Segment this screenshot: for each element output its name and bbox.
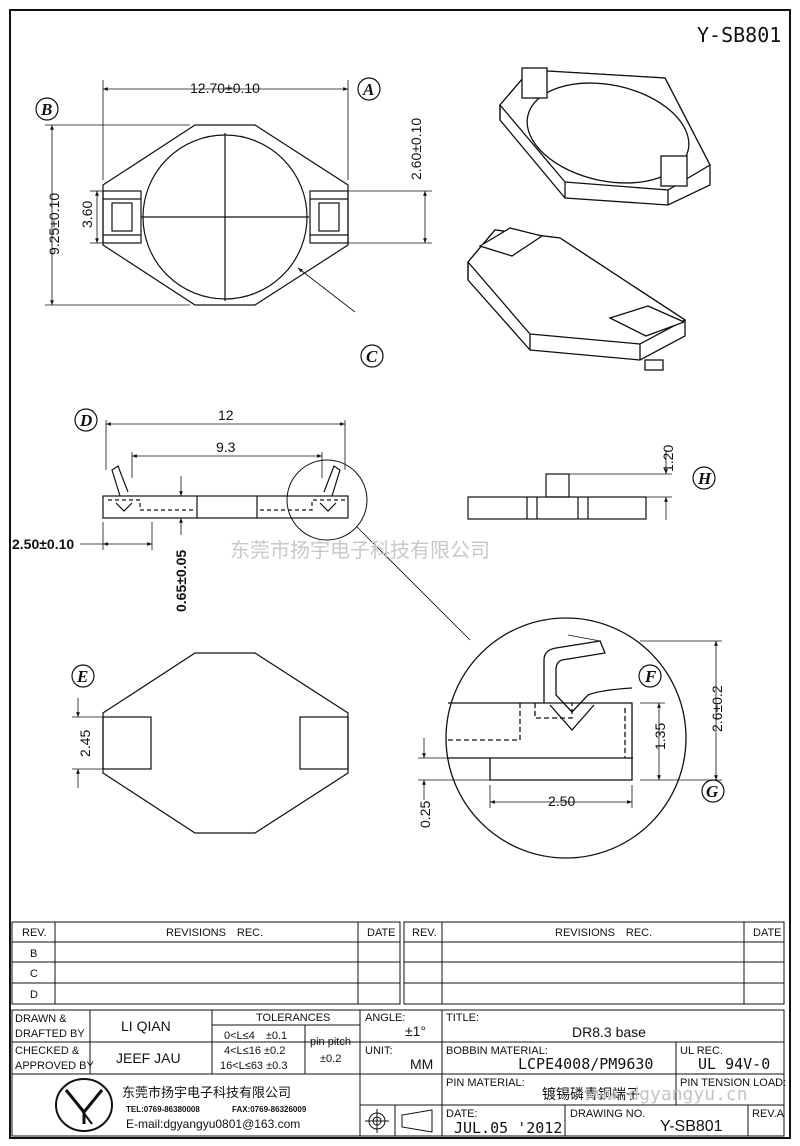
top-view-right-pad bbox=[309, 190, 349, 244]
company-tel: TEL:0769-86380008 bbox=[126, 1105, 200, 1114]
unit-label: UNIT: bbox=[365, 1045, 393, 1057]
side-view-body bbox=[102, 495, 349, 519]
side-view-inner-dim: 9.3 bbox=[216, 439, 236, 455]
top-view-left-pad bbox=[102, 190, 142, 244]
pin-pitch-label: pin pitch bbox=[310, 1036, 351, 1048]
svg-text:A: A bbox=[362, 80, 374, 99]
tolerances-title: TOLERANCES bbox=[256, 1012, 330, 1024]
company-name: 东莞市扬宇电子科技有限公司 bbox=[122, 1085, 291, 1101]
isometric-top bbox=[499, 67, 711, 206]
drawing-no-label: DRAWING NO. bbox=[570, 1108, 645, 1120]
callout-a: A bbox=[357, 77, 381, 101]
rev-row-c: C bbox=[30, 968, 38, 980]
rev-col-left: REV. bbox=[22, 927, 47, 939]
detail-mid-height-dim: 1.35 bbox=[652, 723, 668, 750]
company-email: E-mail:dgyangyu0801@163.com bbox=[126, 1117, 300, 1131]
callout-g: G bbox=[701, 779, 725, 803]
detail-circle-large bbox=[445, 617, 687, 859]
callout-e: E bbox=[71, 664, 95, 688]
angle-value: ±1° bbox=[405, 1023, 426, 1039]
bottom-view-left-pad bbox=[102, 716, 152, 770]
pin-material-value: 镀锡磷青铜端子 bbox=[542, 1086, 640, 1103]
svg-text:C: C bbox=[366, 347, 378, 366]
tolerance-2: 4<L≤16 ±0.2 bbox=[224, 1045, 285, 1057]
ul-value: UL 94V-0 bbox=[698, 1055, 770, 1073]
detail-pad-dim: 2.50 bbox=[548, 793, 575, 809]
svg-text:F: F bbox=[644, 667, 657, 686]
detail-total-height-dim: 2.6±0.2 bbox=[709, 685, 725, 732]
side-view bbox=[80, 420, 471, 641]
callout-b: B bbox=[35, 97, 59, 121]
svg-text:E: E bbox=[76, 667, 88, 686]
checked-label-1: CHECKED & bbox=[15, 1045, 80, 1057]
rev-date-col-left: DATE bbox=[367, 927, 396, 939]
svg-text:D: D bbox=[79, 411, 92, 430]
rev-date-col-right: DATE bbox=[753, 927, 782, 939]
side-view-pad-dim: 2.50±0.10 bbox=[12, 536, 74, 552]
side-view-thickness-dim: 0.65±0.05 bbox=[173, 550, 189, 612]
end-view bbox=[467, 450, 672, 520]
checked-label-2: APPROVED BY bbox=[15, 1060, 95, 1072]
pin-material-label: PIN MATERIAL: bbox=[446, 1077, 525, 1089]
bobbin-value: LCPE4008/PM9630 bbox=[518, 1055, 653, 1073]
bottom-view-right-pad bbox=[299, 716, 349, 770]
drawn-label-1: DRAWN & bbox=[15, 1013, 67, 1025]
company-fax: FAX:0769-86326009 bbox=[232, 1105, 307, 1114]
angle-label: ANGLE: bbox=[365, 1012, 405, 1024]
watermark-site: www.dgyangyu.cn bbox=[585, 1084, 748, 1105]
checked-by: JEEF JAU bbox=[116, 1050, 181, 1066]
rev-row-d: D bbox=[30, 989, 38, 1001]
top-view-width-dim: 12.70±0.10 bbox=[190, 80, 260, 96]
projection-symbol-icon bbox=[365, 1109, 433, 1133]
rev-rec-col-right: REVISIONS REC. bbox=[555, 927, 652, 939]
tolerance-3: 16<L≤63 ±0.3 bbox=[220, 1060, 287, 1072]
rev-row-b: B bbox=[30, 948, 37, 960]
rev-value: REV.A bbox=[752, 1108, 785, 1120]
pin-tension-label: PIN TENSION LOAD: bbox=[680, 1077, 786, 1089]
company-logo bbox=[55, 1078, 113, 1132]
rev-rec-col-left: REVISIONS REC. bbox=[166, 927, 263, 939]
detail-circle-small bbox=[286, 459, 368, 541]
callout-d: D bbox=[74, 408, 98, 432]
title-block bbox=[11, 1009, 785, 1137]
revision-table bbox=[11, 921, 785, 1005]
drawing-code: Y-SB801 bbox=[697, 23, 781, 47]
tolerance-1: 0<L≤4 ±0.1 bbox=[224, 1030, 287, 1042]
detail-thick-dim: 0.25 bbox=[417, 801, 433, 828]
drawn-label-2: DRAFTED BY bbox=[15, 1028, 85, 1040]
bottom-view bbox=[72, 652, 349, 834]
date-label: DATE: bbox=[446, 1108, 478, 1120]
end-view-tab-dim: 1.20 bbox=[660, 445, 676, 472]
callout-c: C bbox=[360, 344, 384, 368]
detail-view bbox=[418, 617, 722, 859]
callout-h: H bbox=[692, 466, 716, 490]
unit-value: MM bbox=[410, 1056, 433, 1072]
title-label: TITLE: bbox=[446, 1012, 479, 1024]
pin-pitch-tol: ±0.2 bbox=[320, 1053, 341, 1065]
isometric-bottom bbox=[467, 227, 687, 371]
top-view-height-dim: 9.25±0.10 bbox=[46, 193, 62, 255]
sheet-border bbox=[9, 9, 791, 1139]
svg-text:H: H bbox=[697, 469, 712, 488]
drawing-no-value: Y-SB801 bbox=[660, 1118, 723, 1135]
top-view-pad-width-dim: 3.60 bbox=[79, 201, 95, 228]
top-view bbox=[45, 80, 432, 313]
date-value: JUL.05 '2012 bbox=[454, 1119, 562, 1137]
rev-col-right: REV. bbox=[412, 927, 437, 939]
drawn-by: LI QIAN bbox=[121, 1018, 171, 1034]
title-value: DR8.3 base bbox=[572, 1024, 646, 1040]
svg-text:G: G bbox=[706, 782, 719, 801]
watermark-company: 东莞市扬宇电子科技有限公司 bbox=[230, 538, 490, 562]
bobbin-label: BOBBIN MATERIAL: bbox=[446, 1045, 548, 1057]
svg-text:B: B bbox=[40, 100, 52, 119]
side-view-overall-dim: 12 bbox=[218, 407, 234, 423]
bottom-view-pad-dim: 2.45 bbox=[77, 730, 93, 757]
callout-f: F bbox=[638, 664, 662, 688]
top-view-pad-height-dim: 2.60±0.10 bbox=[408, 118, 424, 180]
ul-label: UL REC. bbox=[680, 1045, 723, 1057]
